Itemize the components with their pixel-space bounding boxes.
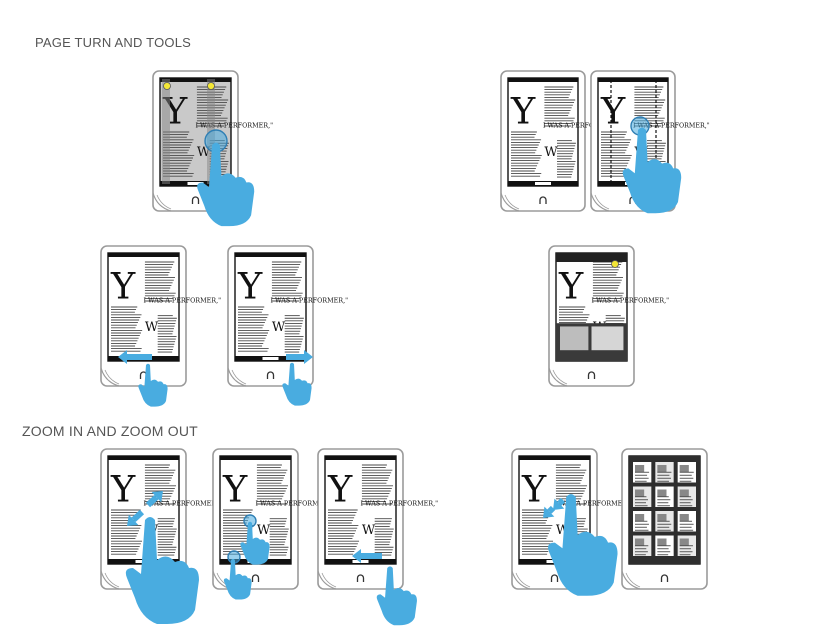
article-second-cap: W	[544, 145, 558, 160]
article-drop-cap: Y	[521, 467, 547, 510]
device-thumbnail-grid	[621, 448, 708, 590]
home-button-icon	[550, 574, 559, 582]
article-drop-cap: Y	[110, 264, 136, 307]
home-button-icon	[539, 196, 547, 204]
home-button-icon	[266, 371, 275, 379]
article-subhead: I WAS A PERFORMER,"	[256, 500, 334, 508]
section-heading-zoom: ZOOM IN AND ZOOM OUT	[22, 423, 198, 439]
home-button-icon	[356, 574, 365, 582]
hand-icon	[223, 558, 252, 600]
section-heading-page-turn: PAGE TURN AND TOOLS	[35, 35, 191, 50]
hand-icon	[138, 363, 168, 407]
article-drop-cap: Y	[110, 467, 136, 510]
article-drop-cap: Y	[222, 467, 248, 510]
home-button-icon	[191, 196, 200, 204]
hand-icon	[240, 521, 270, 565]
article-subhead: I WAS A PERFORMER,"	[543, 123, 620, 130]
device-swipe-left: Y I WAS A PERFORMER," W	[100, 245, 222, 387]
article-second-cap: W	[145, 320, 159, 335]
swipe-right-arrow-icon	[286, 350, 313, 364]
article-drop-cap: Y	[558, 264, 584, 307]
article-subhead: I WAS A PERFORMER,"	[361, 500, 439, 508]
article-subhead: I WAS A PERFORMER,"	[271, 297, 349, 305]
article-second-cap: W	[272, 320, 286, 335]
swipe-left-arrow-icon	[352, 549, 382, 563]
highlight-marker-icon	[207, 82, 215, 90]
pinch-in-arrow-icon	[543, 505, 556, 518]
device-zoomed-swipe: Y I WAS A PERFORMER," W	[317, 448, 439, 590]
article-second-cap: W	[362, 523, 376, 538]
home-button-icon	[587, 371, 596, 379]
article-subhead: I WAS A PERFORMER,"	[592, 297, 670, 305]
hand-icon	[548, 494, 618, 596]
article-drop-cap: Y	[510, 89, 536, 132]
page-strip	[162, 79, 170, 184]
swipe-left-arrow-icon	[118, 350, 152, 364]
highlight-marker-icon	[163, 82, 171, 90]
article-drop-cap: Y	[600, 89, 626, 132]
hand-icon	[376, 566, 417, 626]
highlight-marker-icon	[611, 260, 619, 268]
article-drop-cap: Y	[327, 467, 353, 510]
article-subhead: I WAS A PERFORMER,"	[144, 297, 222, 305]
home-button-icon	[660, 574, 669, 582]
home-button-icon	[251, 574, 260, 582]
hand-icon	[197, 142, 255, 227]
device-toolbar: YI WAS A PERFORMER,"W	[548, 245, 670, 387]
pinch-out-arrow-icon	[145, 491, 163, 508]
article-drop-cap: Y	[237, 264, 263, 307]
article-subhead: I WAS A PERFORMER,"	[555, 500, 633, 508]
pinch-in-arrow-icon	[553, 497, 566, 510]
hand-icon	[622, 127, 682, 214]
hand-icon	[282, 362, 312, 406]
hand-icon	[125, 517, 199, 624]
article-second-cap: W	[257, 523, 271, 538]
article-subhead: I WAS A PERFORMER,"	[144, 500, 222, 508]
pinch-out-arrow-icon	[127, 509, 145, 526]
device-page-strip-left: Y I WAS A PERFORMER," W	[500, 70, 620, 212]
device-swipe-right: Y I WAS A PERFORMER," W	[227, 245, 349, 387]
article-subhead: I WAS A PERFORMER,"	[633, 123, 710, 130]
device-pinch-zoom: YI WAS A PERFORMER,"W	[100, 448, 222, 590]
article-subhead: I WAS A PERFORMER,"	[196, 122, 274, 130]
